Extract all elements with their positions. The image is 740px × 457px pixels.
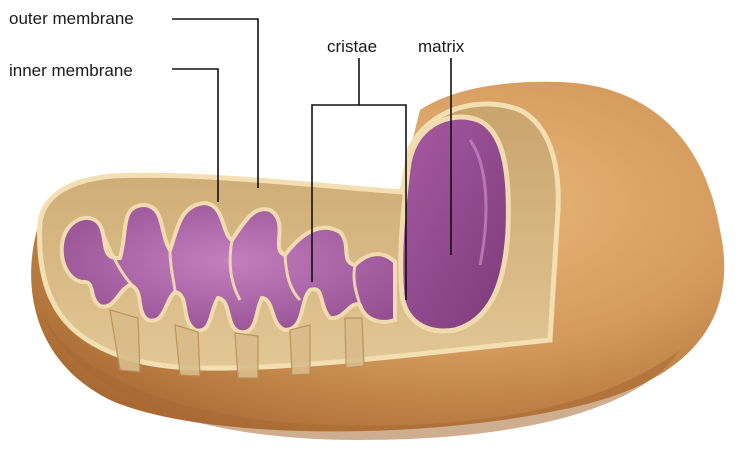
end-matrix [401,117,509,331]
label-outer-membrane: outer membrane [9,9,134,29]
label-inner-membrane: inner membrane [9,61,133,81]
leader-outer-membrane [172,19,258,188]
label-cristae: cristae [327,37,377,57]
label-matrix: matrix [418,37,464,57]
